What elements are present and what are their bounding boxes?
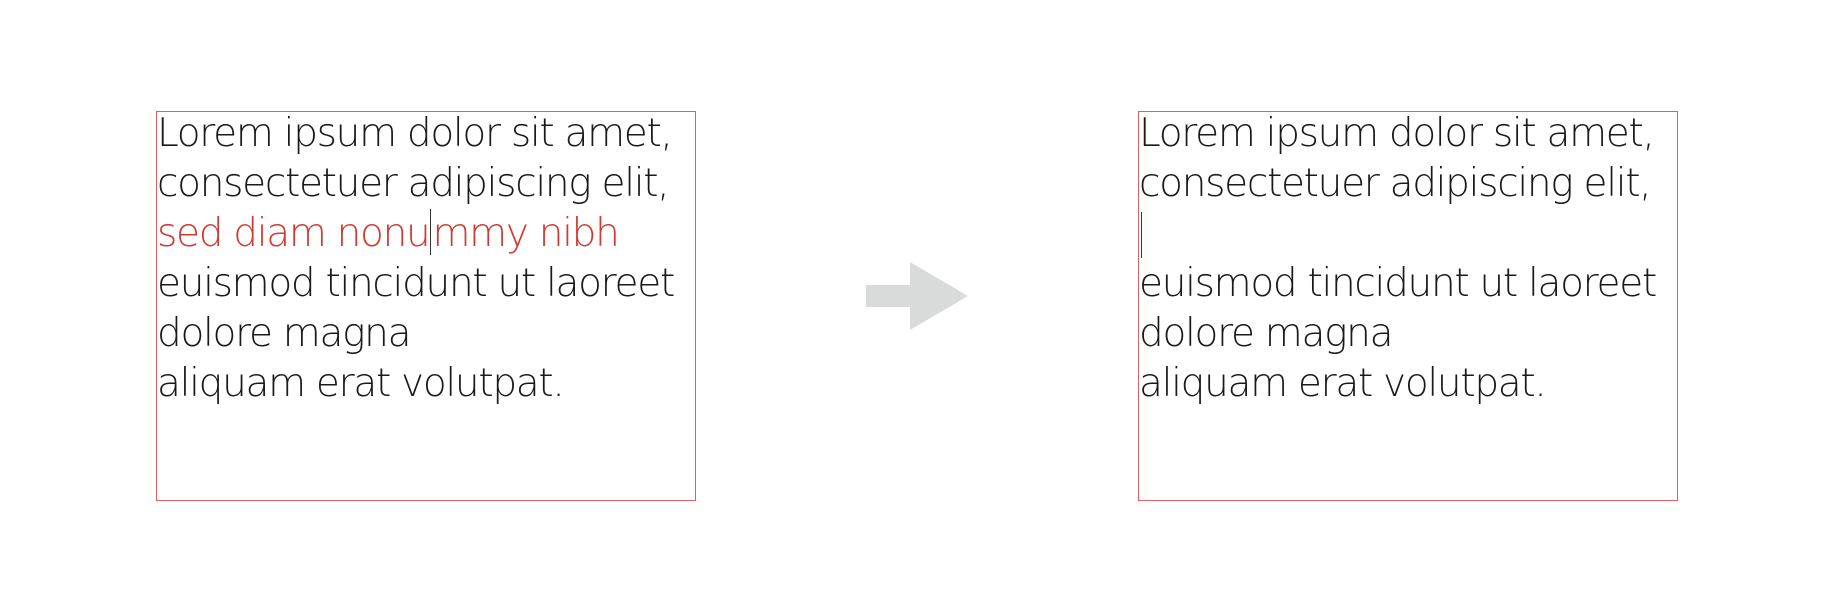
after-line-6: aliquam erat volutpat. xyxy=(1139,361,1547,406)
before-line-2: consectetuer adipiscing elit, xyxy=(157,161,670,206)
text-block-after: Lorem ipsum dolor sit amet, consectetuer… xyxy=(1139,111,1679,412)
text-frame-after: Lorem ipsum dolor sit amet, consectetuer… xyxy=(1138,111,1678,501)
before-line-5: dolore magna xyxy=(157,311,412,356)
after-line-5: dolore magna xyxy=(1139,311,1394,356)
right-arrow-icon xyxy=(866,262,968,330)
after-empty-line[interactable] xyxy=(1139,206,1679,262)
text-caret xyxy=(430,209,432,255)
text-block-before: Lorem ipsum dolor sit amet, consectetuer… xyxy=(157,111,697,412)
before-line-highlighted[interactable]: sed diam nonummy nibh xyxy=(157,206,697,262)
before-line-1: Lorem ipsum dolor sit amet, xyxy=(157,111,673,156)
text-caret xyxy=(1141,212,1142,258)
highlight-text-end: mmy nibh xyxy=(432,211,619,256)
after-line-2: consectetuer adipiscing elit, xyxy=(1139,161,1652,206)
after-line-4: euismod tincidunt ut laoreet xyxy=(1139,261,1657,306)
after-line-1: Lorem ipsum dolor sit amet, xyxy=(1139,111,1655,156)
text-frame-before: Lorem ipsum dolor sit amet, consectetuer… xyxy=(156,111,696,501)
highlight-text-start: sed diam nonu xyxy=(157,211,431,256)
before-line-4: euismod tincidunt ut laoreet xyxy=(157,261,675,306)
before-line-6: aliquam erat volutpat. xyxy=(157,361,565,406)
